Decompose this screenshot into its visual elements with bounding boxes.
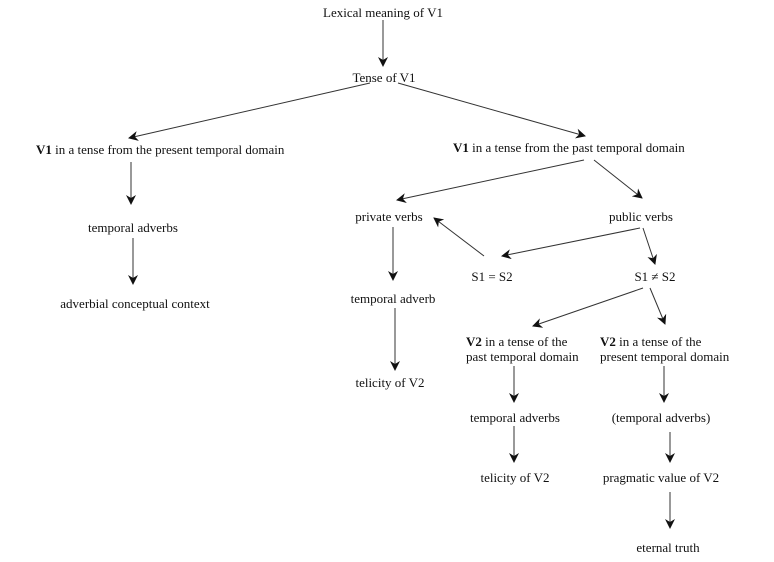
node-temporal-adverb-private: temporal adverb: [350, 291, 436, 306]
node-adverbial-conceptual-context: adverbial conceptual context: [60, 296, 210, 311]
past-v1-text: in a tense from the past temporal domain: [468, 140, 685, 155]
node-telicity-past: telicity of V2: [480, 470, 550, 485]
node-present-v1: V1 in a tense from the present temporal …: [36, 142, 284, 157]
edge-public-verbs-to-s1-neq-s2: [642, 227, 657, 265]
v2-present-line1: V2 in a tense of the: [600, 334, 729, 349]
v2-past-line1-text: in a tense of the: [481, 334, 568, 349]
edge-past-v1-to-public-verbs: [593, 159, 643, 199]
present-v1-text: in a tense from the present temporal dom…: [51, 142, 285, 157]
node-tense-of-v1: Tense of V1: [352, 70, 416, 85]
node-temporal-adverbs-present: (temporal adverbs): [611, 410, 711, 425]
node-v2-present: V2 in a tense of the present temporal do…: [600, 334, 729, 364]
edge-s1-neq-s2-to-v2-past: [532, 287, 644, 328]
edge-past-v1-to-private-verbs: [396, 159, 585, 204]
node-public-verbs: public verbs: [609, 209, 673, 224]
v2-past-line2: past temporal domain: [466, 349, 579, 364]
edge-tense-to-present-v1: [128, 82, 371, 141]
node-eternal-truth: eternal truth: [636, 540, 700, 555]
v1-label: V1: [36, 142, 52, 157]
v2-present-line2: present temporal domain: [600, 349, 730, 364]
node-telicity-private: telicity of V2: [355, 375, 425, 390]
node-lexical-meaning: Lexical meaning of V1: [323, 5, 443, 20]
v2-label: V2: [466, 334, 482, 349]
node-s1-equals-s2: S1 = S2: [471, 269, 513, 284]
v2-past-line1: V2 in a tense of the: [466, 334, 579, 349]
node-past-v1: V1 in a tense from the past temporal dom…: [453, 140, 685, 155]
node-pragmatic-value: pragmatic value of V2: [602, 470, 720, 485]
edge-tense-to-past-v1: [397, 82, 586, 139]
node-s1-not-equals-s2: S1 ≠ S2: [634, 269, 676, 284]
edge-s1-eq-s2-to-private-verbs: [433, 217, 485, 257]
v2-present-line1-text: in a tense of the: [615, 334, 702, 349]
node-temporal-adverbs-past: temporal adverbs: [470, 410, 560, 425]
node-private-verbs: private verbs: [355, 209, 423, 224]
node-temporal-adverbs-left: temporal adverbs: [88, 220, 178, 235]
v1-label: V1: [453, 140, 469, 155]
edge-s1-neq-s2-to-v2-present: [649, 287, 667, 325]
node-v2-past: V2 in a tense of the past temporal domai…: [466, 334, 579, 364]
edge-public-verbs-to-s1-eq-s2: [501, 227, 641, 260]
v2-label: V2: [600, 334, 616, 349]
